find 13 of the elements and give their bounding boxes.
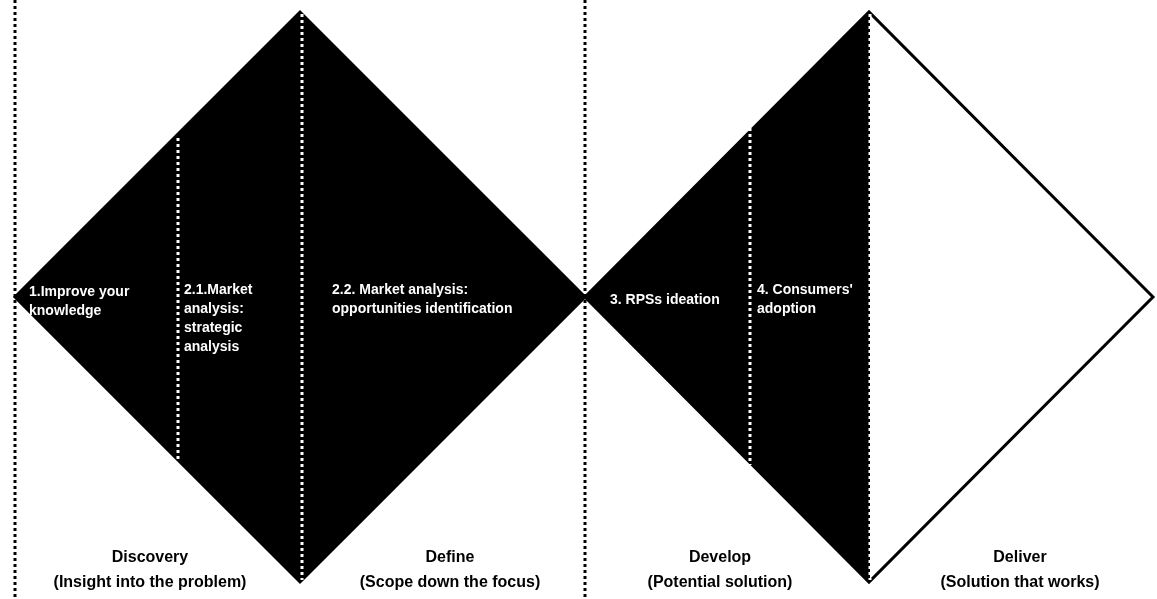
phase-subtitle: (Insight into the problem) [53, 573, 247, 591]
phase-title: Deliver [993, 548, 1047, 566]
phase-step-text: 4. Consumers' adoption [757, 280, 867, 318]
phase-step-text: 2.2. Market analysis: opportunities identification [332, 280, 552, 318]
phase-step-text: 2.1.Market analysis: strategic analysis [184, 280, 294, 356]
phase-title: Define [425, 548, 475, 566]
phase-title: Discovery [111, 548, 189, 566]
phase-subtitle: (Potential solution) [647, 573, 793, 591]
phase-step-text: 3. RPSs ideation [610, 290, 745, 309]
phase-subtitle: (Solution that works) [940, 573, 1100, 591]
phase-subtitle: (Scope down the focus) [359, 573, 541, 591]
phase-title: Develop [688, 548, 752, 566]
phase-step-text: 1.Improve your knowledge [29, 282, 179, 320]
